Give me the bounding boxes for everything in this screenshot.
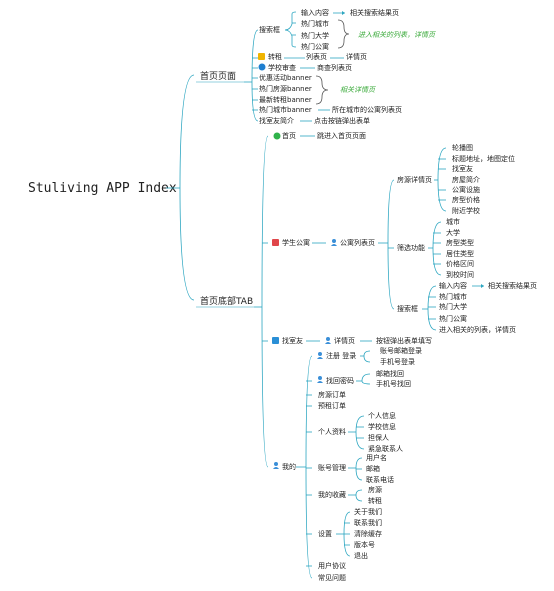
home-city-banner-target: 所在城市的公寓列表页 — [332, 105, 402, 114]
home-search-item-university: 热门大学 — [301, 31, 329, 40]
home-search-result: 相关搜索结果页 — [350, 8, 399, 17]
filter-item-city: 城市 — [446, 217, 460, 226]
filter-item-university: 大学 — [446, 228, 460, 237]
profile-item-personal: 个人信息 — [368, 411, 396, 420]
apt-search-item-input: 输入内容 — [439, 281, 467, 290]
apt-search-item-city: 热门城市 — [439, 292, 467, 301]
tab-home-node: 首页 — [282, 131, 296, 140]
bottom-tab-node: 首页底部TAB — [200, 295, 253, 307]
favorites-item-listing: 房源 — [368, 485, 382, 494]
profile-item-guarantor: 担保人 — [368, 433, 389, 442]
home-search-note: 进入相关的列表，详情页 — [358, 31, 436, 39]
account-item-phone: 联系电话 — [366, 475, 394, 484]
home-banner-hot-city: 热门城市banner — [259, 105, 312, 114]
apt-search-result: 相关搜索结果页 — [488, 281, 537, 290]
home-banner-hot-listing: 热门房源banner — [259, 84, 312, 93]
home-rent-list: 列表页 — [306, 52, 327, 61]
detail-item-roommate: 找室友 — [452, 164, 473, 173]
roommate-detail-node: 详情页 — [334, 336, 355, 345]
mine-profile-node: 个人资料 — [318, 427, 346, 436]
profile-item-school: 学校信息 — [368, 422, 396, 431]
home-school-node: 学校审查 — [268, 63, 296, 72]
tab-roommate-node: 找室友 — [282, 336, 303, 345]
apartment-detail-node: 房源详情页 — [397, 175, 432, 184]
tab-home-target: 跳进入首页页面 — [317, 131, 366, 140]
forgot-item-phone: 手机号找回 — [376, 379, 411, 388]
settings-item-about: 关于我们 — [354, 507, 382, 516]
root-node: Stuliving APP Index — [28, 181, 177, 196]
home-school-target: 商查列表页 — [317, 63, 352, 72]
account-item-username: 用户名 — [366, 453, 387, 462]
settings-item-cache: 清除缓存 — [354, 529, 382, 538]
detail-item-room-price: 房型价格 — [452, 195, 480, 204]
home-friend-target: 点击按链弹出表单 — [314, 116, 370, 125]
home-search-item-city: 热门城市 — [301, 19, 329, 28]
mine-user-agreement: 用户协议 — [318, 561, 346, 570]
person-icon — [326, 337, 330, 341]
home-page-node: 首页页面 — [200, 70, 236, 82]
account-item-email: 邮箱 — [366, 464, 380, 473]
roommate-icon — [272, 337, 279, 344]
filter-item-arrival: 到校时间 — [446, 270, 474, 279]
register-item-email: 账号邮箱登录 — [380, 346, 422, 355]
tab-mine-node: 我的 — [282, 462, 296, 471]
mine-favorites-node: 我的收藏 — [318, 490, 346, 499]
detail-item-carousel: 轮播图 — [452, 143, 473, 152]
apartment-icon — [272, 239, 279, 246]
settings-item-version: 版本号 — [354, 540, 375, 549]
apartment-search-node: 搜索框 — [397, 304, 418, 313]
tab-apartment-node: 学生公寓 — [282, 238, 310, 247]
detail-item-title-map: 标题地址，地图定位 — [452, 154, 515, 163]
home-banner-note: 相关详情页 — [340, 86, 376, 94]
forgot-item-email: 邮箱找回 — [376, 369, 404, 378]
rent-icon — [258, 53, 265, 60]
detail-item-intro: 房屋简介 — [452, 175, 480, 184]
filter-item-living-type: 居住类型 — [446, 249, 474, 258]
mine-order-prerent: 预租订单 — [318, 401, 346, 410]
home-friend-node: 找室友简介 — [259, 116, 294, 125]
home-search-node: 搜索框 — [259, 25, 280, 34]
mine-settings-node: 设置 — [318, 529, 332, 538]
favorites-item-rent: 转租 — [368, 496, 382, 505]
filter-item-room-type: 房型类型 — [446, 238, 474, 247]
person-icon — [318, 352, 322, 356]
settings-item-contact: 联系我们 — [354, 518, 382, 527]
mine-account-node: 账号管理 — [318, 463, 346, 472]
home-tab-icon — [273, 132, 281, 140]
apt-search-item-enter: 进入相关的列表，详情页 — [439, 325, 516, 334]
profile-item-emergency: 紧急联系人 — [368, 444, 403, 453]
home-rent-node: 转租 — [268, 52, 282, 61]
school-icon — [258, 63, 266, 71]
home-search-item-input: 输入内容 — [301, 8, 329, 17]
apartment-filter-node: 筛选功能 — [397, 243, 425, 252]
apartment-list-node: 公寓列表页 — [340, 238, 375, 247]
mine-order-listing: 房源订单 — [318, 390, 346, 399]
home-rent-detail: 详情页 — [346, 52, 367, 61]
detail-item-facilities: 公寓设施 — [452, 185, 480, 194]
home-banner-promo: 优惠活动banner — [259, 73, 312, 82]
apt-search-item-apartment: 热门公寓 — [439, 314, 467, 323]
detail-item-schools: 附近学校 — [452, 206, 480, 215]
home-search-item-apartment: 热门公寓 — [301, 42, 329, 51]
roommate-target: 按钮弹出表单填写 — [376, 336, 432, 345]
mine-forgot-node: 找回密码 — [326, 376, 354, 385]
filter-item-price-range: 价格区间 — [446, 259, 474, 268]
mine-register-node: 注册 登录 — [326, 351, 356, 360]
home-banner-new-rent: 最新转租banner — [259, 95, 312, 104]
apt-search-item-university: 热门大学 — [439, 302, 467, 311]
person-icon — [318, 376, 322, 380]
mine-faq: 常见问题 — [318, 573, 346, 582]
settings-item-logout: 退出 — [354, 551, 368, 560]
person-icon — [274, 462, 278, 466]
person-icon — [332, 239, 336, 243]
register-item-phone: 手机号登录 — [380, 357, 415, 366]
